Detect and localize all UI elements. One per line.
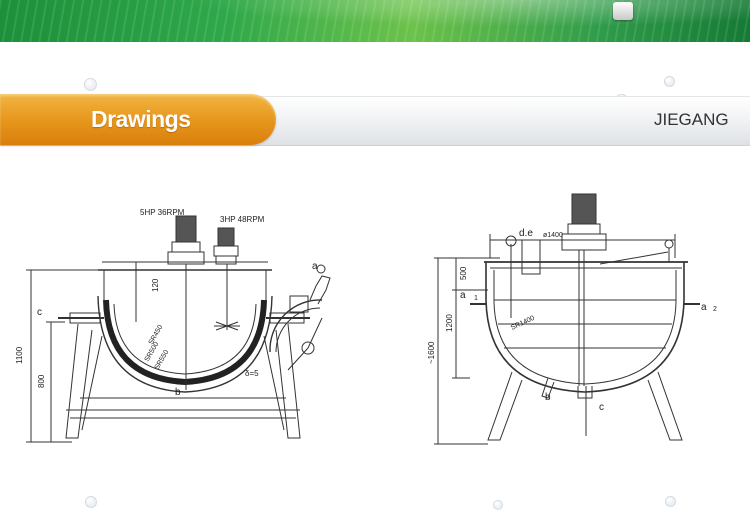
motor-spec-label: 3HP 48RPM — [220, 215, 265, 224]
port-label: a — [701, 302, 707, 313]
water-drop-decoration — [664, 76, 675, 87]
dimension-label: 1200 — [445, 314, 454, 332]
section-title: Drawings — [91, 106, 191, 132]
dimension-label: ~1600 — [427, 341, 436, 364]
left-drawing-kettle — [26, 215, 331, 443]
drawings-tab — [0, 94, 276, 145]
right-drawing-kettle — [434, 193, 700, 445]
port-label: a — [460, 290, 466, 301]
brand-name: JIEGANG — [654, 110, 729, 129]
banner-decoration — [613, 2, 633, 20]
port-label: c — [37, 307, 42, 318]
dimension-label: 1100 — [15, 346, 24, 364]
port-label: b — [175, 387, 181, 398]
dimension-label: 800 — [37, 374, 46, 388]
motor-spec-label: 5HP 36RPM — [140, 208, 185, 217]
radius-label: SR1400 — [510, 315, 536, 332]
port-label: d.e — [519, 228, 533, 239]
radius-label: SR550 — [154, 349, 171, 371]
dimension-label: 120 — [151, 278, 160, 292]
diameter-label: ø1400 — [543, 232, 563, 239]
dimension-label: 500 — [459, 266, 468, 280]
port-number: 1 — [474, 295, 478, 302]
port-label: b — [545, 392, 551, 403]
thickness-label: δ=5 — [245, 369, 259, 378]
port-number: 2 — [713, 306, 717, 313]
water-drop-decoration — [84, 78, 97, 91]
port-label: c — [599, 402, 604, 413]
port-label: a — [312, 261, 318, 272]
top-banner — [0, 0, 750, 42]
